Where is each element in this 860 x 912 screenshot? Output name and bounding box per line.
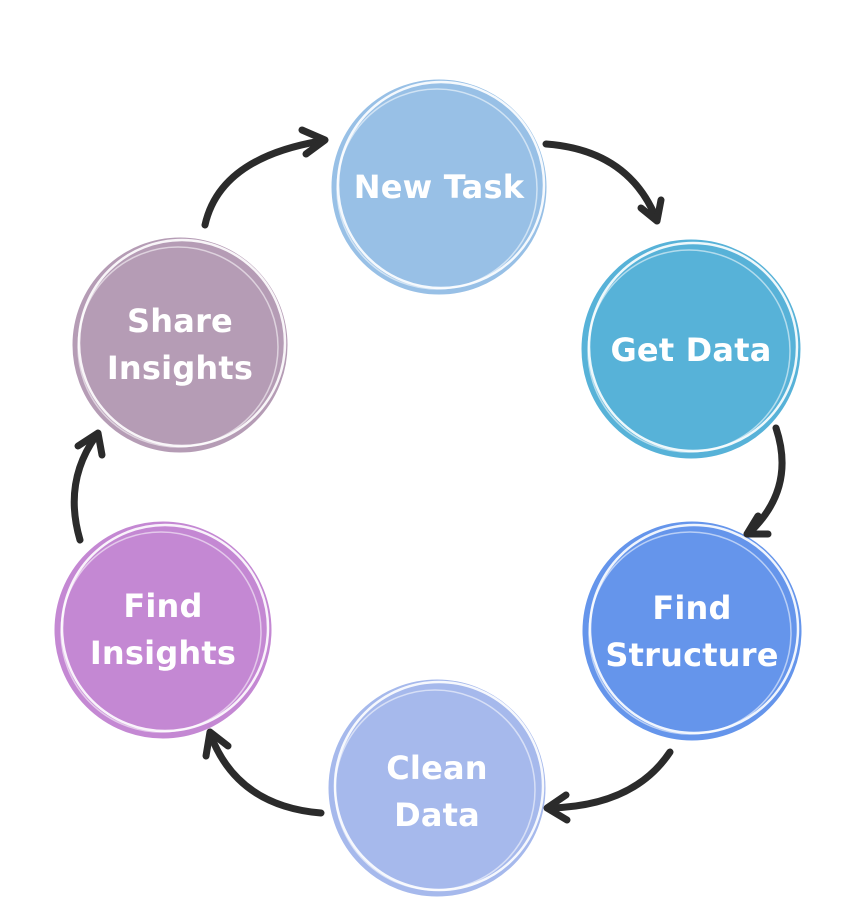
arrow-get-data-to-find-structure <box>743 424 786 538</box>
arrow-share-insights-to-new-task <box>201 126 329 229</box>
arrow-find-insights-to-share-insights <box>70 429 106 544</box>
node-label-share-insights: Share Insights <box>106 302 254 387</box>
node-new-task <box>331 79 547 295</box>
node-find-insights <box>54 521 272 739</box>
node-share-insights <box>72 237 288 453</box>
arrow-find-structure-to-clean-data <box>543 748 674 824</box>
node-label-new-task: New Task <box>353 167 525 206</box>
arrow-new-task-to-get-data <box>542 140 665 225</box>
node-get-data <box>581 239 801 459</box>
arrow-clean-data-to-find-insights <box>202 728 325 817</box>
node-label-find-insights: Find Insights <box>89 587 237 672</box>
node-label-find-structure: Find Structure <box>605 589 779 674</box>
circles-layer <box>54 79 802 897</box>
node-label-get-data: Get Data <box>610 330 772 369</box>
node-find-structure <box>582 521 802 741</box>
arrows-layer <box>70 126 786 824</box>
node-label-clean-data: Clean Data <box>386 749 488 834</box>
node-clean-data <box>328 679 546 897</box>
